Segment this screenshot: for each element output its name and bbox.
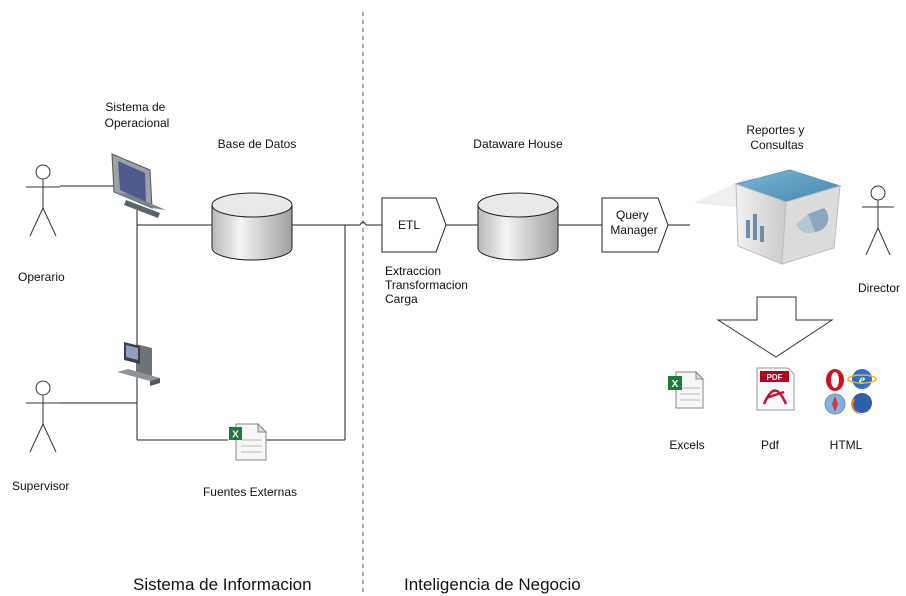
firefox-browser-icon: [851, 393, 872, 415]
operario-actor-icon: [26, 164, 60, 237]
operario-label: Operario: [18, 270, 65, 284]
pdf-label: Pdf: [761, 438, 780, 452]
pdf-file-icon: PDF: [756, 367, 795, 411]
html-label: HTML: [830, 438, 863, 452]
dataware-house-label: Dataware House: [473, 137, 563, 151]
svg-text:X: X: [232, 430, 239, 441]
svg-text:Query Manager: Query Manager: [610, 208, 657, 237]
etl-description: Extraccion Transformacion Carga: [385, 264, 471, 306]
safari-browser-icon: [824, 393, 846, 415]
inteligencia-negocio-title: Inteligencia de Negocio: [404, 575, 581, 594]
base-de-datos-cylinder-icon: [211, 192, 293, 261]
svg-text:e: e: [859, 373, 865, 388]
reportes-cube-icon: [694, 169, 842, 265]
down-arrow-icon: [716, 296, 834, 358]
base-de-datos-label: Base de Datos: [218, 137, 297, 151]
excels-file-icon: X: [668, 370, 705, 409]
sistema-informacion-title: Sistema de Informacion: [133, 575, 312, 594]
excels-label: Excels: [669, 438, 704, 452]
browser-icons-group: e: [824, 369, 877, 415]
svg-text:ETL: ETL: [398, 218, 420, 232]
svg-text:X: X: [672, 379, 679, 390]
sistema-operacional-label: Sistema de Operacional: [105, 100, 170, 130]
etl-process-box: ETL: [381, 197, 447, 253]
director-label: Director: [858, 281, 900, 295]
query-manager-box: Query Manager: [601, 197, 669, 253]
reportes-label: Reportes y Consultas: [746, 123, 807, 152]
excel-file-icon: X: [229, 422, 268, 461]
connections: [60, 185, 690, 441]
svg-text:PDF: PDF: [767, 373, 783, 382]
desktop-computer-icon: [117, 342, 160, 386]
internet-explorer-icon: e: [847, 369, 877, 389]
line-hop: [359, 221, 367, 226]
dataware-house-cylinder-icon: [477, 192, 559, 261]
supervisor-actor-icon: [26, 380, 60, 453]
opera-browser-icon: [826, 369, 844, 391]
supervisor-label: Supervisor: [12, 479, 69, 493]
monitor-icon: [111, 153, 166, 218]
director-actor-icon: [862, 185, 894, 256]
fuentes-externas-label: Fuentes Externas: [203, 485, 297, 499]
